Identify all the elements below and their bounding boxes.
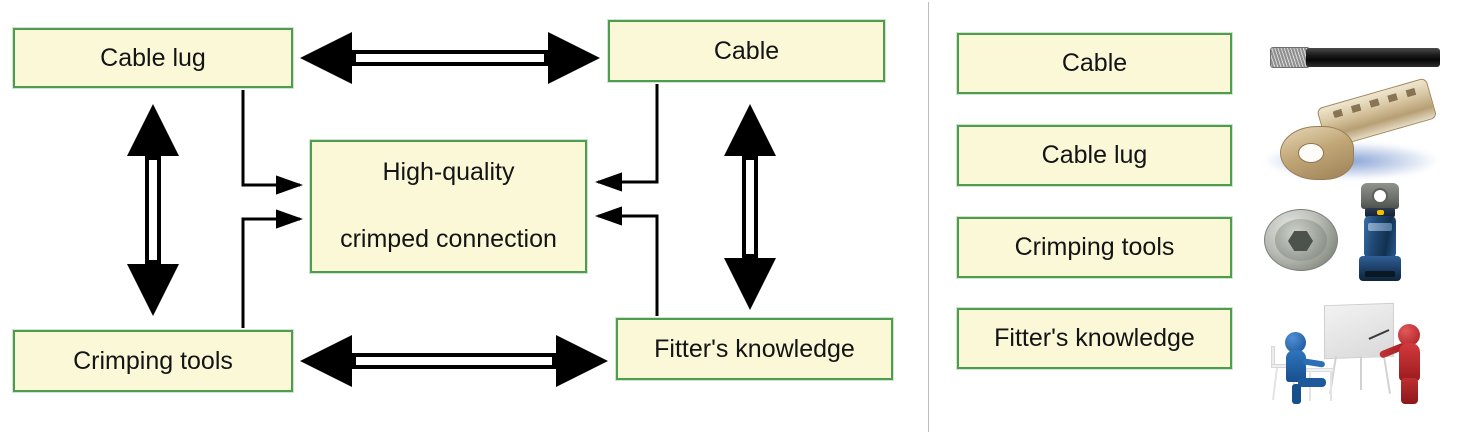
trainer-figure-body-icon xyxy=(1399,343,1420,381)
legend-item-cable-lug[interactable]: Cable lug xyxy=(957,125,1232,186)
lug-bolt-hole-icon xyxy=(1298,143,1324,163)
node-high-quality-crimped-connection[interactable]: High-quality crimped connection xyxy=(310,140,587,273)
trainer-figure-leg-icon xyxy=(1401,378,1418,404)
legend-item-cable[interactable]: Cable xyxy=(957,33,1232,94)
training-illustration-icon xyxy=(1262,298,1442,410)
legend-item-cable-lug-label: Cable lug xyxy=(1041,141,1148,170)
tool-battery-icon xyxy=(1359,256,1401,281)
trainer-figure-head-icon xyxy=(1398,324,1420,346)
arrow-cable-fitters xyxy=(724,104,776,310)
cable-strands-icon xyxy=(1270,47,1310,68)
student-figure-body-icon xyxy=(1286,350,1306,382)
node-center-text: High-quality crimped connection xyxy=(340,156,557,257)
arrow-crimping-center xyxy=(241,209,303,328)
legend-item-fitters-knowledge[interactable]: Fitter's knowledge xyxy=(957,308,1232,369)
legend-item-crimping-tools[interactable]: Crimping tools xyxy=(957,217,1232,278)
node-cable[interactable]: Cable xyxy=(608,20,885,82)
crimping-tool-photo-icon xyxy=(1352,183,1408,283)
chair-back-icon xyxy=(1271,346,1275,366)
student-figure-shin-icon xyxy=(1292,384,1301,404)
student-figure-head-icon xyxy=(1285,332,1306,353)
arrow-cable-center xyxy=(595,84,659,192)
desk-top-icon xyxy=(1306,368,1334,372)
node-fitters-knowledge-label: Fitter's knowledge xyxy=(654,334,855,363)
panel-divider xyxy=(928,2,929,432)
node-cable-label: Cable xyxy=(713,36,780,65)
cable-photo-icon xyxy=(1268,36,1440,80)
desk-leg-icon xyxy=(1330,371,1332,401)
chair-leg-icon xyxy=(1272,367,1278,401)
legend-item-fitters-knowledge-label: Fitter's knowledge xyxy=(994,324,1195,353)
legend-item-cable-label: Cable xyxy=(1061,49,1128,78)
flipchart-leg-icon xyxy=(1383,356,1391,394)
node-cable-lug-label: Cable lug xyxy=(100,43,206,72)
cable-lug-photo-icon xyxy=(1262,77,1440,182)
legend-item-crimping-tools-label: Crimping tools xyxy=(1014,233,1175,262)
flipchart-leg-icon xyxy=(1360,356,1362,390)
node-crimping-tools-label: Crimping tools xyxy=(73,346,233,375)
die-hex-opening-icon xyxy=(1288,231,1313,251)
arrow-cablelug-crimping xyxy=(127,104,179,316)
arrow-cablelug-cable xyxy=(300,32,600,84)
cable-jacket-icon xyxy=(1306,48,1440,67)
crimping-die-photo-icon xyxy=(1264,205,1338,275)
node-cable-lug[interactable]: Cable lug xyxy=(13,28,293,88)
node-crimping-tools[interactable]: Crimping tools xyxy=(13,330,293,392)
node-fitters-knowledge[interactable]: Fitter's knowledge xyxy=(616,318,893,380)
student-figure-leg-icon xyxy=(1298,378,1326,387)
tool-led-icon xyxy=(1377,210,1384,215)
node-center-line-2: crimped connection xyxy=(340,225,557,254)
tool-body-icon xyxy=(1364,216,1396,258)
node-center-line-1: High-quality xyxy=(382,157,515,186)
arrow-cablelug-center xyxy=(241,90,303,195)
arrow-fitters-center xyxy=(595,206,659,316)
student-figure-arm-icon xyxy=(1302,358,1326,368)
tool-jaw-opening-icon xyxy=(1372,188,1388,204)
arrow-crimping-fitters xyxy=(300,335,608,387)
